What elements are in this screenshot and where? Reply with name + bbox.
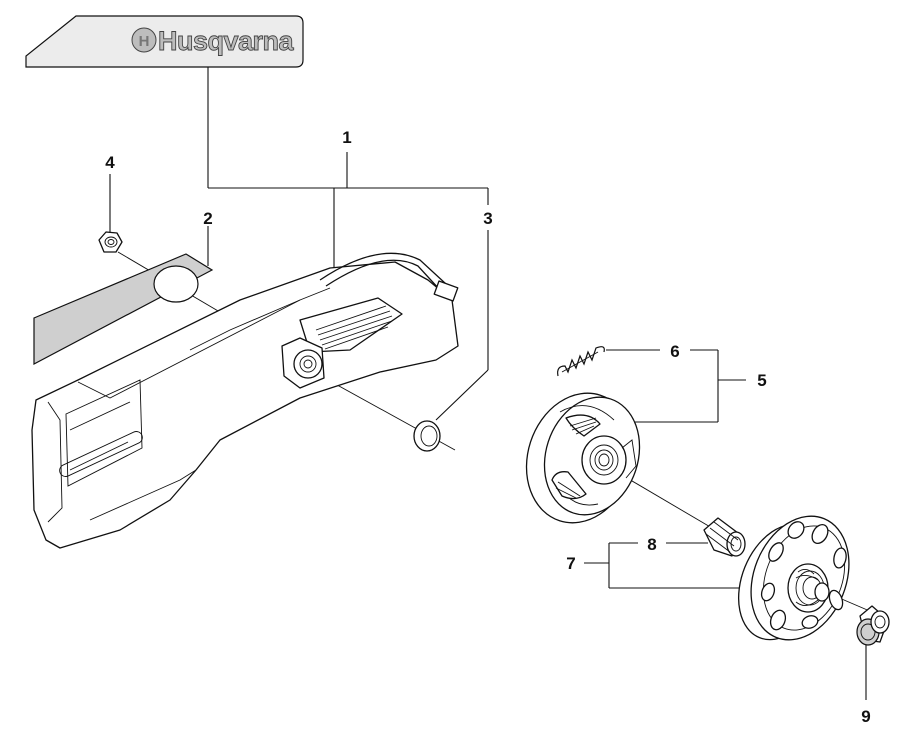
nut-part-4	[98, 231, 123, 253]
callout-2: 2	[203, 209, 212, 228]
brand-logo-text: Husqvarna	[158, 26, 295, 56]
clutch-cover-part-1	[31, 252, 459, 549]
svg-text:H: H	[139, 33, 150, 50]
callout-6: 6	[670, 342, 679, 361]
spring-part-6	[557, 346, 605, 377]
clutch-part-5	[525, 392, 641, 524]
needle-bearing-part-8	[703, 517, 746, 557]
callout-7: 7	[566, 554, 575, 573]
callout-labels: 1 2 3 4 5 6 7 8 9	[105, 128, 870, 726]
decal-plate-part-2	[33, 253, 214, 365]
callout-3: 3	[483, 209, 492, 228]
washer-part-3	[413, 420, 441, 452]
callout-4: 4	[105, 153, 115, 172]
bushing-part-9	[856, 605, 890, 646]
callout-1: 1	[342, 128, 351, 147]
husqvarna-crown-icon	[131, 27, 157, 53]
callout-5: 5	[757, 371, 766, 390]
callout-9: 9	[861, 707, 870, 726]
husqvarna-decal: H Husqvarna	[25, 15, 304, 68]
clutch-drum-part-7	[737, 515, 850, 641]
callout-8: 8	[647, 535, 656, 554]
